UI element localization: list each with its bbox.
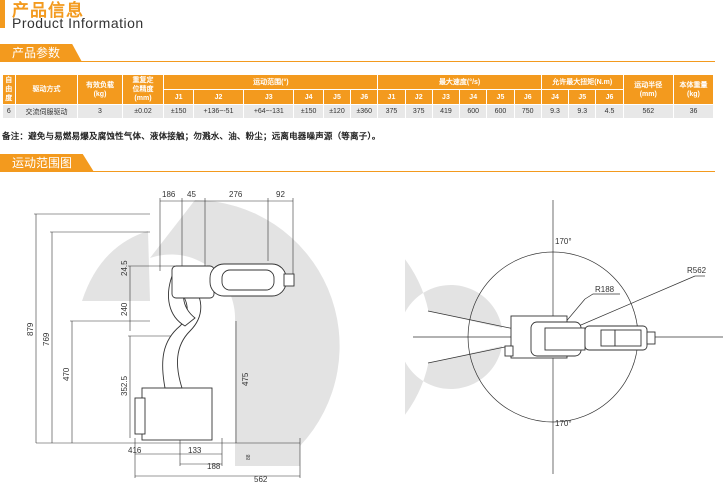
th-payload: 有效负载 (kg) [77,74,123,105]
cell-motion: ±150 [163,104,194,119]
th-joint: J1 [163,89,194,105]
cell-torque: 4.5 [595,104,624,119]
radius-label-inner: R188 [595,285,615,294]
th-radius: 运动半径 (mm) [622,74,674,105]
dim-88: 88 [246,454,252,460]
th-torque: 允许最大扭矩(N.m) [540,74,624,90]
spec-header-row-1: 自由度 驱动方式 有效负载 (kg) 重复定 位精度 (mm) 运动范围(°) … [2,74,715,105]
th-joint: J6 [595,89,624,105]
th-joint: J2 [404,89,433,105]
cell-speed: 375 [377,104,406,119]
cell-repeat: ±0.02 [121,104,165,119]
angle-label-bottom: 170° [555,419,572,428]
cell-motion: ±360 [350,104,379,119]
cell-speed: 600 [459,104,488,119]
cell-weight: 36 [672,104,715,119]
side-view-drawing: 186 45 276 92 879 769 470 240 352.5 24.5… [26,190,340,484]
th-motion-range: 运动范围(°) [163,74,379,90]
th-axes: 自由度 [2,74,16,105]
dim-475: 475 [241,372,250,386]
th-drive: 驱动方式 [14,74,79,105]
th-joint: J4 [459,89,488,105]
cell-torque: 9.3 [540,104,570,119]
page-title-cn: 产品信息 [12,1,84,20]
dim-470: 470 [62,367,71,381]
radius-label-outer: R562 [687,266,707,275]
section-divider [0,61,715,62]
dimension-lines [34,198,301,478]
dim-top-276: 276 [229,190,243,199]
th-joint: J5 [322,89,352,105]
dim-top-186: 186 [162,190,176,199]
note-text: 备注：避免与易燃易爆及腐蚀性气体、液体接触；勿溅水、油、粉尘；远离电器噪声源（等… [2,131,381,141]
top-view-labels: 170° 170° R188 R562 [555,237,707,428]
cell-speed: 375 [404,104,433,119]
robot-base [141,387,213,441]
dim-769: 769 [42,332,51,346]
title-accent-bar [0,0,5,28]
cell-speed: 750 [513,104,542,119]
top-view-drawing: 170° 170° R188 R562 [405,200,723,474]
th-joint: J4 [540,89,570,105]
cell-speed: 600 [486,104,515,119]
cell-payload: 3 [77,104,123,119]
th-repeat: 重复定 位精度 (mm) [121,74,165,105]
dim-240: 240 [120,302,129,316]
cell-motion: +136~-51 [192,104,245,119]
robot-top-view [504,315,656,359]
th-joint: J2 [192,89,245,105]
cell-motion: ±120 [322,104,352,119]
th-joint: J1 [377,89,406,105]
dim-188: 188 [207,462,221,471]
dim-top-92: 92 [276,190,285,199]
section-header-range: 运动范围图 [0,154,727,172]
th-joint: J6 [350,89,379,105]
dim-top-45: 45 [187,190,196,199]
spec-header-row-2: J1 J2 J3 J4 J5 J6 J1 J2 J3 J4 J5 J6 J4 J… [3,89,714,105]
angle-label-top: 170° [555,237,572,246]
dim-879: 879 [26,322,35,336]
th-weight: 本体重量 (kg) [672,74,715,105]
th-max-speed: 最大速度(°/s) [377,74,542,90]
cell-motion: +64~-131 [243,104,295,119]
robot-side-view [134,263,295,441]
dimension-labels: 186 45 276 92 879 769 470 240 352.5 24.5… [26,190,285,484]
cell-radius: 562 [622,104,674,119]
reach-envelope-left [82,231,150,301]
th-joint: J5 [486,89,515,105]
th-joint: J5 [568,89,597,105]
th-joint: J3 [243,89,295,105]
dim-352-5: 352.5 [120,375,129,396]
section-title-range: 运动范围图 [0,154,95,172]
cell-motion: ±150 [293,104,324,119]
dim-562: 562 [254,475,268,484]
dim-24-5: 24.5 [120,260,129,276]
dim-416: 416 [128,446,142,455]
page-title-en: Product Information [12,15,144,31]
section-divider [0,171,715,172]
th-joint: J6 [513,89,542,105]
section-header-params: 产品参数 [0,44,727,62]
dim-133: 133 [188,446,202,455]
table-row: 6 交流伺服驱动 3 ±0.02 ±150 +136~-51 +64~-131 … [2,104,715,119]
th-joint: J3 [431,89,461,105]
spec-table: 自由度 驱动方式 有效负载 (kg) 重复定 位精度 (mm) 运动范围(°) … [2,74,715,119]
cell-speed: 419 [431,104,461,119]
section-title-params: 产品参数 [0,44,83,62]
cell-drive: 交流伺服驱动 [14,104,79,119]
cell-axes: 6 [2,104,16,119]
th-joint: J4 [293,89,324,105]
reach-envelope [150,200,340,466]
cell-torque: 9.3 [568,104,597,119]
